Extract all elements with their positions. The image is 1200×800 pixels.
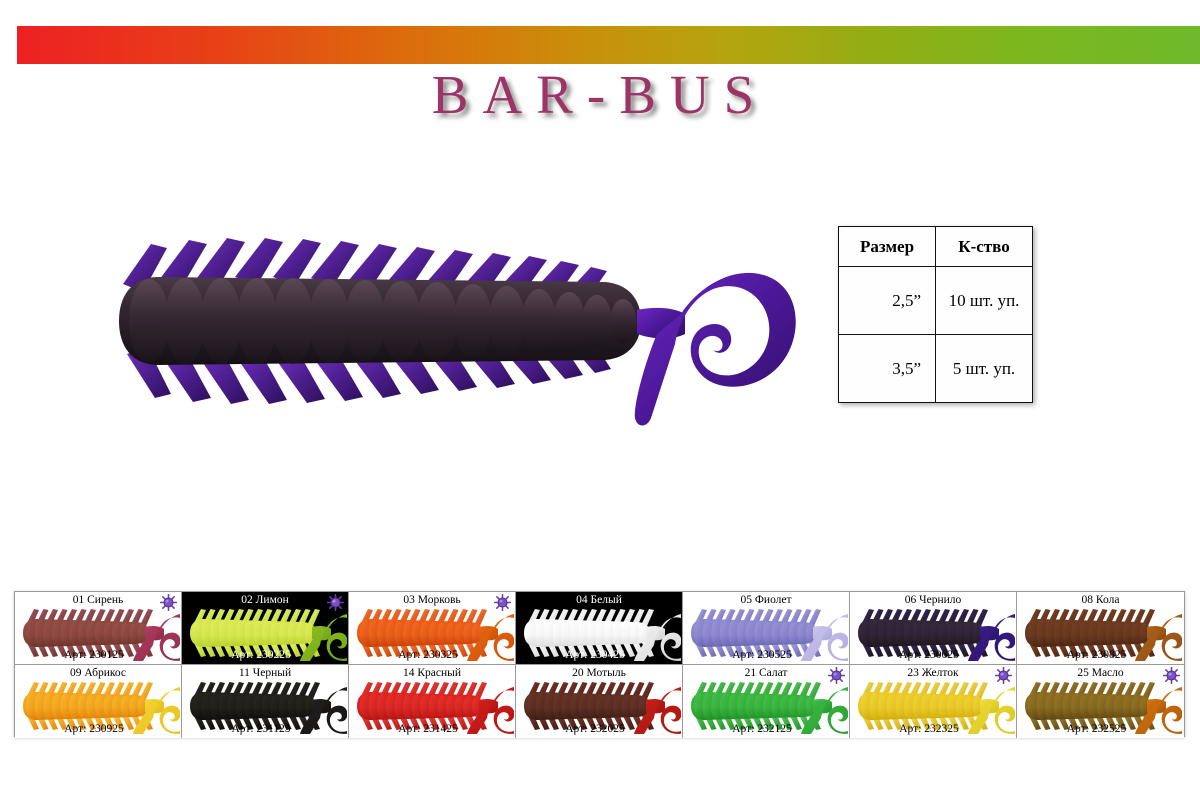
color-variant-article: Арт: 230125	[64, 649, 124, 661]
color-variant-cell[interactable]: 02 Лимон Ар	[182, 592, 349, 665]
color-variant-name: 21 Салат	[744, 667, 788, 679]
top-banner	[0, 0, 1200, 70]
color-variant-article: Арт: 231425	[398, 723, 458, 735]
glow-starburst-icon	[327, 594, 344, 611]
color-variant-name: 20 Мотыль	[572, 667, 626, 679]
cell-quantity: 10 шт. уп.	[935, 266, 1033, 335]
color-variant-name: 11 Черный	[238, 667, 292, 679]
color-variant-lure-image	[17, 605, 180, 661]
color-variant-lure-image	[17, 678, 180, 734]
color-variant-article: Арт: 232525	[1066, 723, 1127, 735]
glow-starburst-icon	[160, 594, 177, 611]
color-variant-cell[interactable]: 14 Красный	[349, 665, 516, 738]
watermark-person-icon	[1028, 742, 1054, 787]
color-variant-cell[interactable]: 21 Салат Ар	[683, 665, 850, 738]
color-variant-name: 03 Морковь	[403, 594, 461, 606]
color-variant-name: 14 Красный	[402, 667, 462, 679]
color-variant-cell[interactable]: 06 Чернило	[850, 592, 1017, 665]
color-variant-article: Арт: 230425	[565, 649, 625, 661]
cell-quantity: 5 шт. уп.	[935, 334, 1033, 403]
glow-starburst-icon	[1163, 667, 1180, 684]
color-variant-name: 06 Чернило	[904, 594, 962, 606]
table-row: 3,5” 5 шт. уп.	[838, 334, 1033, 403]
color-variant-article: Арт: 232325	[899, 723, 959, 735]
color-variant-cell[interactable]: 01 Сирень А	[15, 592, 182, 665]
color-variant-lure-image	[518, 678, 681, 734]
color-variant-cell[interactable]: 08 Кола Арт	[1017, 592, 1184, 665]
table-row: 2,5” 10 шт. уп.	[838, 266, 1033, 335]
color-variant-lure-image	[184, 605, 347, 661]
page-title: BAR-BUS	[431, 64, 769, 125]
color-variant-lure-image	[685, 605, 848, 661]
hero-lure-image	[85, 222, 805, 437]
color-variant-cell[interactable]: 23 Желток А	[850, 665, 1017, 738]
color-variant-article: Арт: 230925	[64, 723, 124, 735]
color-variant-lure-image	[184, 678, 347, 734]
color-variant-article: Арт: 230325	[398, 649, 458, 661]
color-variant-cell[interactable]: 09 Абрикос	[15, 665, 182, 738]
color-variant-article: Арт: 230625	[899, 649, 959, 661]
color-variant-article: Арт: 231125	[231, 723, 291, 735]
color-variant-article: Арт: 232025	[565, 723, 625, 735]
color-variant-lure-image	[1019, 605, 1182, 661]
color-variant-lure-image	[685, 678, 848, 734]
color-variant-name: 09 Абрикос	[70, 667, 126, 679]
table-header-size: Размер	[838, 226, 936, 267]
color-variant-cell[interactable]: 03 Морковь	[349, 592, 516, 665]
color-variants-grid: 01 Сирень А	[14, 591, 1185, 738]
color-variant-article: Арт: 230225	[231, 649, 291, 661]
color-variant-name: 23 Желток	[907, 667, 959, 679]
color-variant-name: 01 Сирень	[72, 594, 124, 606]
bottom-banner	[0, 730, 1200, 800]
cell-size: 2,5”	[838, 266, 936, 335]
color-variant-name: 02 Лимон	[241, 594, 289, 606]
color-variant-lure-image	[852, 678, 1015, 734]
glow-starburst-icon	[828, 667, 845, 684]
color-variant-cell[interactable]: 04 Белый Ар	[516, 592, 683, 665]
cell-size: 3,5”	[838, 334, 936, 403]
hero-lure-svg	[119, 238, 796, 426]
color-variant-lure-image	[351, 678, 514, 734]
color-variant-lure-image	[852, 605, 1015, 661]
color-variant-lure-image	[518, 605, 681, 661]
color-variant-cell[interactable]: 25 Масло Ар	[1017, 665, 1184, 738]
table-header-row: Размер К-ство	[838, 226, 1033, 267]
size-quantity-table: Размер К-ство 2,5” 10 шт. уп. 3,5” 5 шт.…	[838, 226, 1033, 403]
color-variant-name: 25 Масло	[1077, 667, 1124, 679]
glow-starburst-icon	[494, 594, 511, 611]
color-variant-cell[interactable]: 20 Мотыль А	[516, 665, 683, 738]
top-gradient-bar	[17, 26, 1200, 64]
color-variant-cell[interactable]: 05 Фиолет А	[683, 592, 850, 665]
color-variant-lure-image	[1019, 678, 1182, 734]
color-variant-article: Арт: 230525	[732, 649, 792, 661]
color-variant-name: 05 Фиолет	[740, 594, 792, 606]
color-variant-name: 08 Кола	[1081, 594, 1120, 606]
color-variant-article: Арт: 230825	[1066, 649, 1127, 661]
color-variant-lure-image	[351, 605, 514, 661]
color-variant-article: Арт: 232125	[732, 723, 792, 735]
color-variant-name: 04 Белый	[576, 594, 622, 606]
table-header-quantity: К-ство	[935, 226, 1033, 267]
color-variant-cell[interactable]: 11 Черный А	[182, 665, 349, 738]
glow-starburst-icon	[995, 667, 1012, 684]
